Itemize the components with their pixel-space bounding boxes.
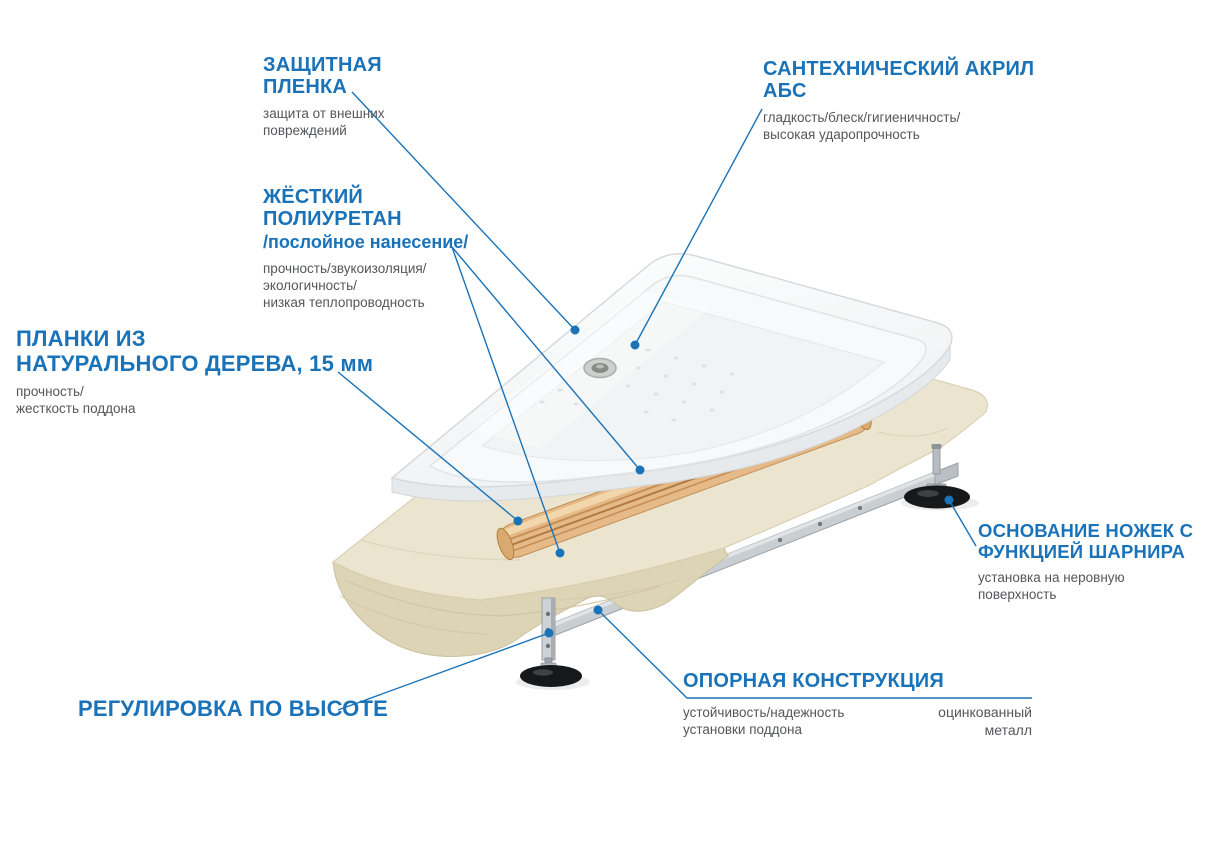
label-wood-planks: ПЛАНКИ ИЗ НАТУРАЛЬНОГО ДЕРЕВА, 15 мм про… bbox=[16, 326, 373, 417]
wood-planks-desc: прочность/ жесткость поддона bbox=[16, 384, 136, 416]
leg-hinge-base-title: ОСНОВАНИЕ НОЖЕК С ФУНКЦИЕЙ ШАРНИРА bbox=[978, 520, 1194, 562]
leader-polyurethane-1 bbox=[451, 246, 641, 471]
leader-leg-base bbox=[948, 499, 977, 547]
adjustable-leg-left bbox=[516, 597, 590, 690]
tray-floor bbox=[480, 301, 886, 462]
drain bbox=[583, 357, 617, 379]
label-galvanized-metal: оцинкованный металл bbox=[938, 704, 1032, 738]
support-frame-desc: устойчивость/надежность установки поддон… bbox=[683, 705, 845, 737]
wood-planks-title: ПЛАНКИ ИЗ НАТУРАЛЬНОГО ДЕРЕВА, 15 мм bbox=[16, 326, 374, 376]
leader-protective-film bbox=[351, 91, 576, 331]
anti-slip-dots bbox=[539, 348, 735, 422]
sanitary-acrylic-title: САНТЕХНИЧЕСКИЙ АКРИЛ АБС bbox=[763, 58, 1035, 102]
leader-support-frame bbox=[597, 609, 1032, 699]
adjustable-foot-left bbox=[520, 665, 582, 687]
leader-polyurethane-2 bbox=[451, 246, 561, 554]
leader-height-adjustment bbox=[337, 632, 550, 711]
rigid-polyurethane-desc: прочность/звукоизоляция/ экологичность/ … bbox=[263, 261, 427, 310]
rigid-polyurethane-title: ЖЁСТКИЙ ПОЛИУРЕТАН bbox=[263, 186, 402, 230]
rigid-polyurethane-subtitle: /послойное нанесение/ bbox=[263, 232, 469, 252]
label-leg-hinge-base: ОСНОВАНИЕ НОЖЕК С ФУНКЦИЕЙ ШАРНИРА устан… bbox=[978, 520, 1193, 603]
hinged-leg-right bbox=[901, 444, 979, 511]
acrylic-tray-layer bbox=[390, 253, 953, 502]
label-support-frame: ОПОРНАЯ КОНСТРУКЦИЯ устойчивость/надежно… bbox=[683, 670, 944, 738]
support-frame-title: ОПОРНАЯ КОНСТРУКЦИЯ bbox=[683, 670, 944, 692]
label-sanitary-acrylic: САНТЕХНИЧЕСКИЙ АКРИЛ АБС гладкость/блеск… bbox=[763, 58, 1034, 143]
label-rigid-polyurethane: ЖЁСТКИЙ ПОЛИУРЕТАН /послойное нанесение/… bbox=[263, 186, 468, 311]
callout-dots bbox=[513, 325, 954, 638]
hinge-foot-right bbox=[904, 485, 970, 509]
sanitary-acrylic-desc: гладкость/блеск/гигиеничность/ высокая у… bbox=[763, 110, 961, 142]
leader-acrylic bbox=[634, 108, 763, 346]
label-protective-film: ЗАЩИТНАЯ ПЛЕНКА защита от внешних повреж… bbox=[263, 54, 385, 139]
leader-wood-planks bbox=[337, 371, 519, 522]
protective-film-title: ЗАЩИТНАЯ ПЛЕНКА bbox=[263, 54, 382, 98]
leader-lines bbox=[337, 91, 1032, 711]
leg-hinge-base-desc: установка на неровную поверхность bbox=[978, 570, 1125, 602]
height-adjustment-title: РЕГУЛИРОВКА ПО ВЫСОТЕ bbox=[78, 696, 388, 721]
label-height-adjustment: РЕГУЛИРОВКА ПО ВЫСОТЕ bbox=[78, 696, 388, 721]
protective-film-desc: защита от внешних повреждений bbox=[263, 106, 385, 138]
